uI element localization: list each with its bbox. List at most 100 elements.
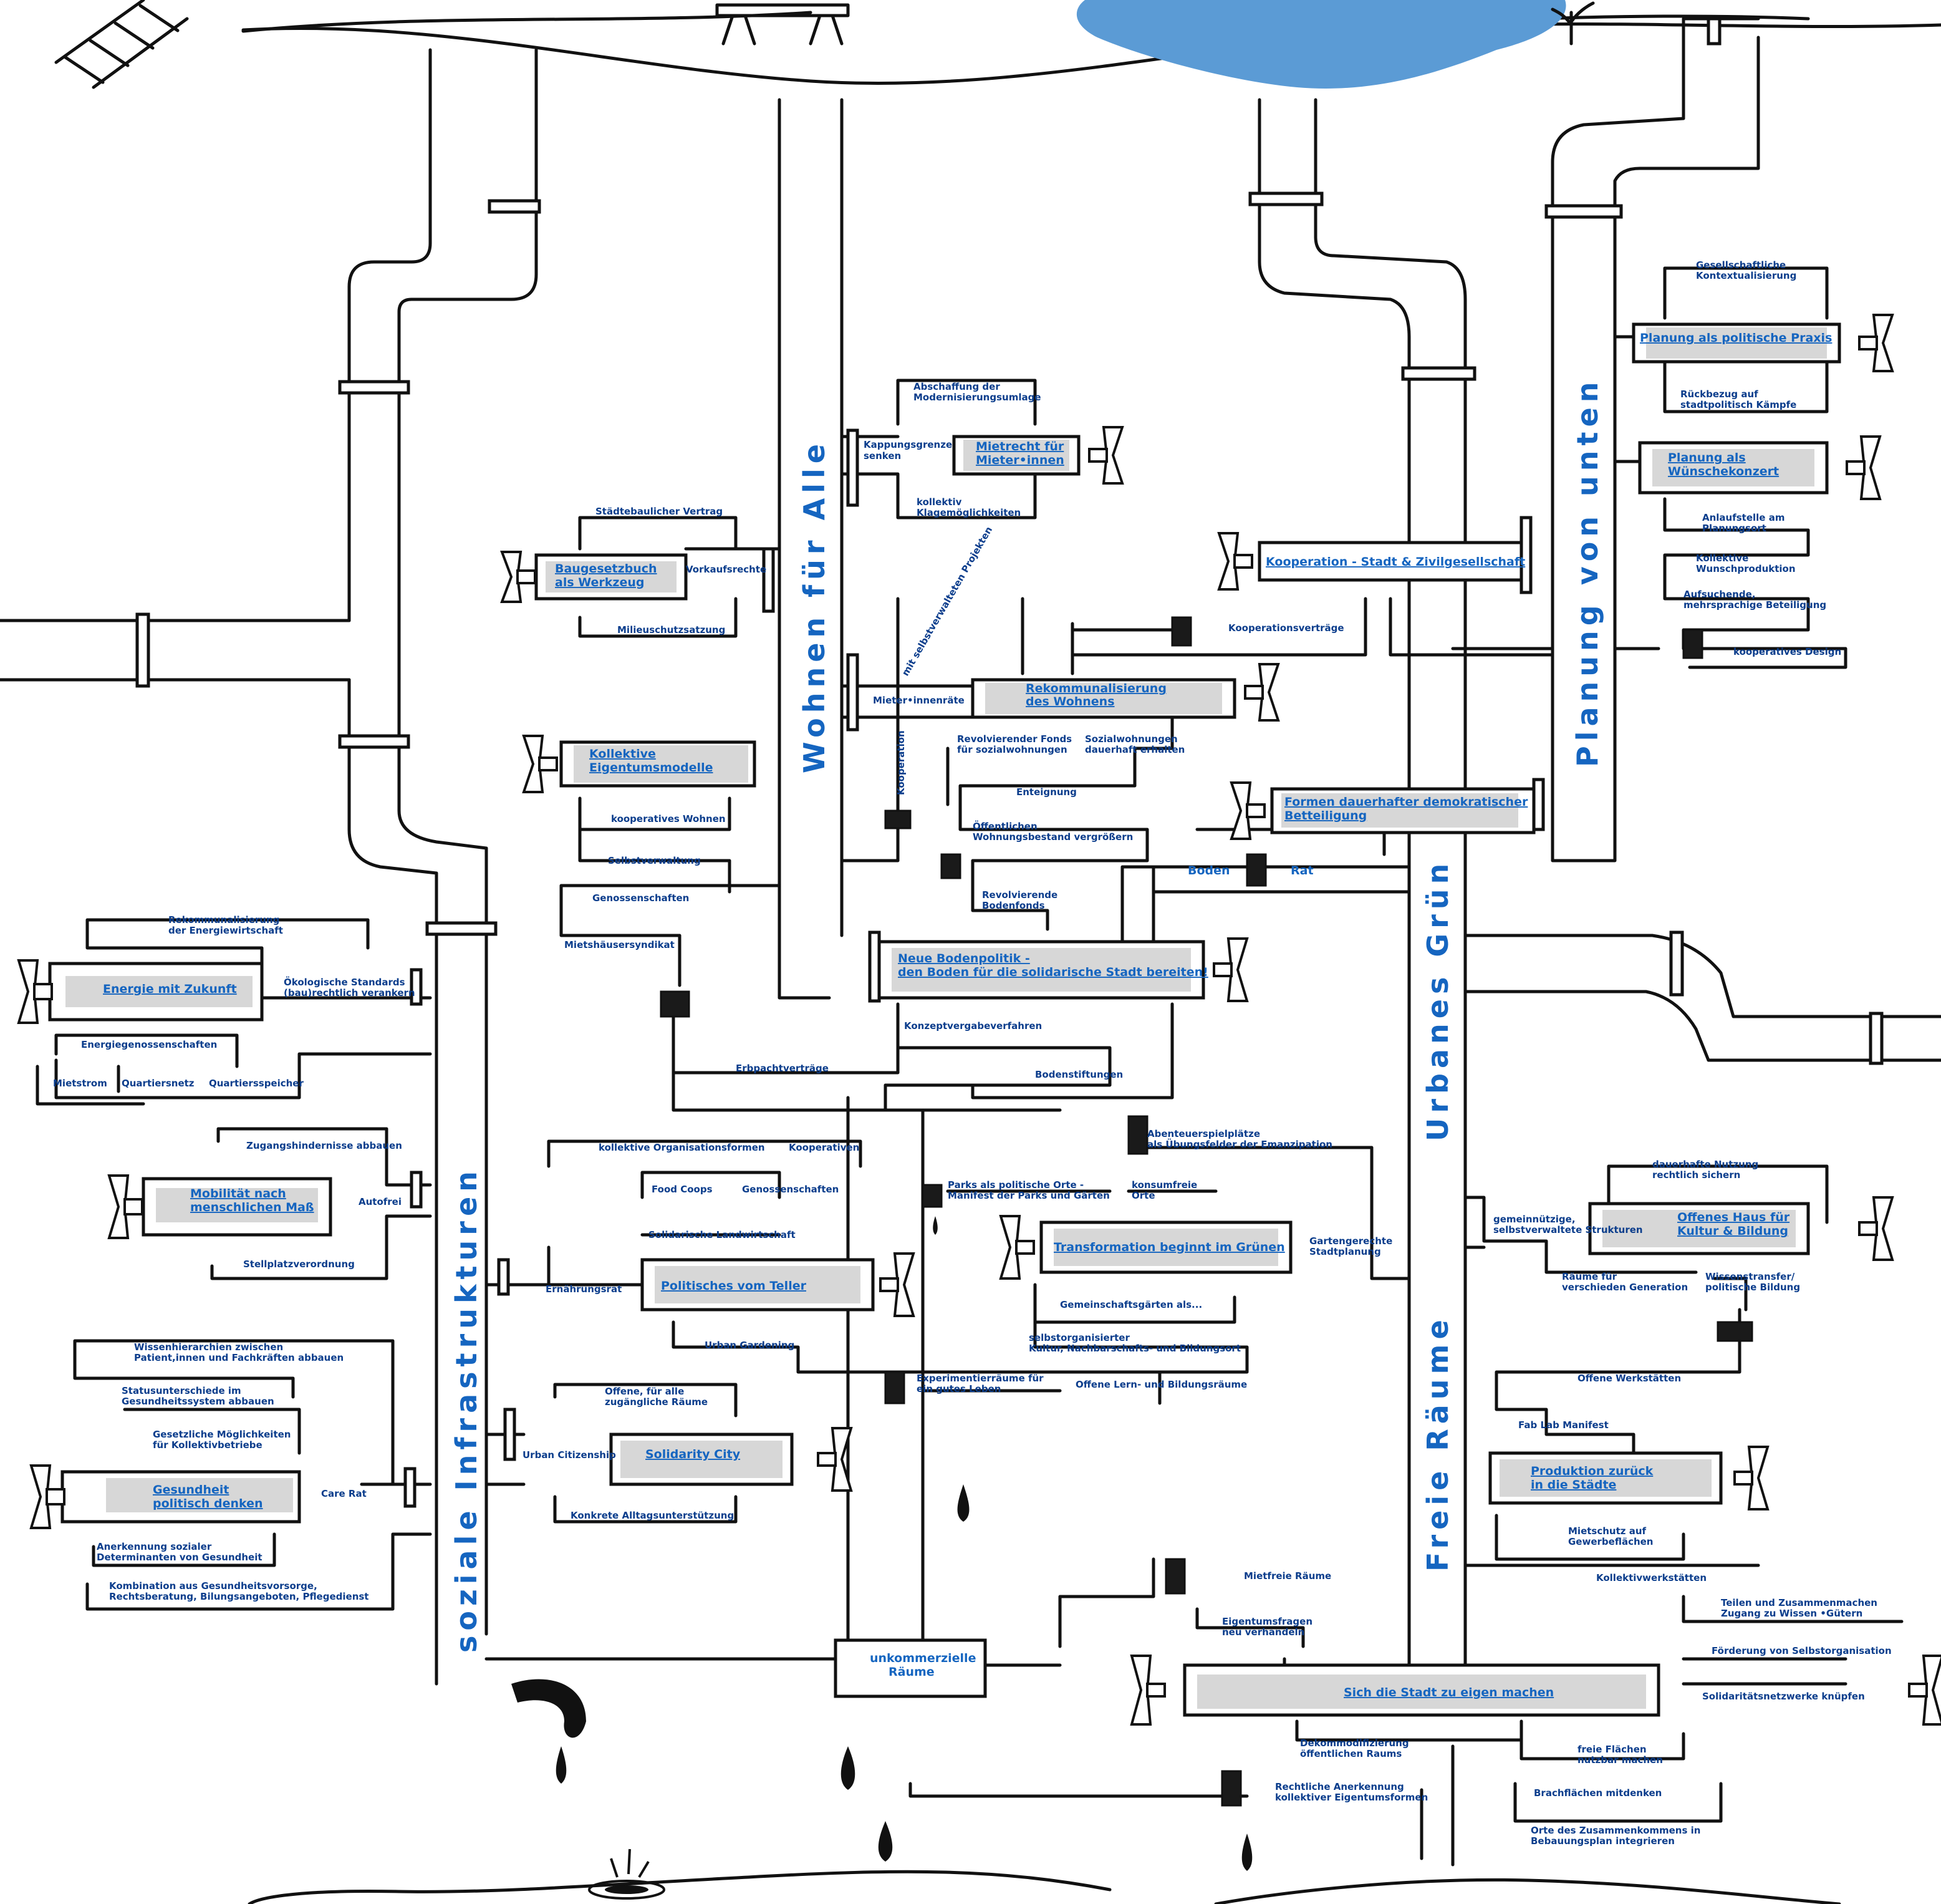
valve-title-politisches: Politisches vom Teller <box>661 1279 807 1293</box>
label-offene-werk: Offene Werkstätten <box>1577 1373 1681 1384</box>
label-koop-vertraege: Kooperationsverträge <box>1228 622 1344 634</box>
main-pipe-label-soziale: soziale Infrastrukturen <box>450 1166 483 1653</box>
label-rechtliche-1: Rechtliche Anerkennung <box>1275 1781 1404 1792</box>
label-abschaffung-1: Abschaffung der <box>913 381 1000 392</box>
label-erbpacht: Erbpachtverträge <box>736 1063 829 1074</box>
label-genossenschaften2: Genossenschaften <box>742 1184 839 1195</box>
label-offene-1: Offene, für alle <box>605 1386 684 1397</box>
label-boden: Boden <box>1188 864 1230 877</box>
valve-title-transformation: Transformation beginnt im Grünen <box>1054 1240 1285 1254</box>
bench-icon <box>717 5 848 44</box>
label-aufsuchende-1: Aufsuchende, <box>1683 589 1755 600</box>
label-experiment-1: Experimentierräume für <box>917 1373 1044 1384</box>
main-pipe-label-urbanes: Urbanes Grün <box>1421 859 1455 1141</box>
label-autofrei: Autofrei <box>359 1196 402 1207</box>
label-enteignung: Enteignung <box>1016 786 1077 798</box>
label-aufsuchende-2: mehrsprachige Beteiligung <box>1683 599 1826 611</box>
valve-title-energie: Energie mit Zukunft <box>103 982 237 996</box>
label-dauerhafte-2: rechtlich sichern <box>1652 1169 1740 1181</box>
valve-title-mobilitaet-2: menschlichen Maß <box>190 1201 314 1214</box>
label-freie-flaechen-1: freie Flächen <box>1577 1744 1647 1755</box>
valve-title-formen-1: Formen dauerhafter demokratischer <box>1284 795 1528 809</box>
label-anerkennung-2: Determinanten von Gesundheit <box>97 1552 262 1563</box>
label-sozialwohnungen-1: Sozialwohnungen <box>1085 733 1178 745</box>
label-bodenstiftungen: Bodenstiftungen <box>1035 1069 1123 1080</box>
label-kooperatives-wohnen: kooperatives Wohnen <box>611 813 726 824</box>
label-freie-flaechen-2: nutzbar machen <box>1577 1754 1663 1766</box>
label-gemeinschaft: Gemeinschaftsgärten als... <box>1060 1299 1202 1310</box>
main-pipe-label-wohnen: Wohnen für Alle <box>797 439 831 773</box>
label-moeglich-1: Gesetzliche Möglichkeiten <box>153 1429 291 1440</box>
label-oeko-1: Ökologische Standards <box>284 976 405 988</box>
valve-title-produktion-2: in die Städte <box>1531 1478 1616 1492</box>
label-food-coops: Food Coops <box>652 1184 713 1195</box>
label-rekom-energie-1: Rekommunalisierung <box>168 914 279 925</box>
label-raeume-gen-2: verschieden Generation <box>1562 1282 1688 1293</box>
valve-title-bodenpolitik-2: den Boden für die solidarische Stadt ber… <box>898 965 1208 979</box>
label-kollektive-org: kollektive Organisationsformen <box>599 1142 765 1153</box>
valve-title-offenes-haus-1: Offenes Haus für <box>1677 1211 1790 1224</box>
label-fonds-1: Revolvierender Fonds <box>957 733 1072 745</box>
label-energiegenossenschaften: Energiegenossenschaften <box>81 1039 217 1050</box>
puddle-icon <box>589 1849 664 1898</box>
valve-title-rekommunalisierung-1: Rekommunalisierung <box>1026 682 1167 695</box>
label-offene-lern: Offene Lern- und Bildungsräume <box>1076 1379 1247 1390</box>
label-genossenschaften: Genossenschaften <box>592 892 689 904</box>
label-dauerhafte-1: dauerhafte Nutzung <box>1652 1159 1758 1170</box>
label-mietfreie: Mietfreie Räume <box>1244 1570 1331 1582</box>
label-mietstrom: Mietstrom <box>53 1078 107 1089</box>
water-drop-icon <box>511 1216 1252 1871</box>
label-dekommod-2: öffentlichen Raums <box>1300 1748 1402 1759</box>
label-foerderung: Förderung von Selbstorganisation <box>1712 1645 1892 1656</box>
valve-title-kollektive-1: Kollektive <box>589 747 656 761</box>
valve-title-unkommerzielle-1: unkommerzielle <box>870 1651 976 1665</box>
label-gemein-2: selbstverwaltete Strukturen <box>1493 1224 1643 1235</box>
label-konsumfrei-1: konsumfreie <box>1132 1179 1197 1191</box>
label-rueck-2: stadtpolitisch Kämpfe <box>1680 399 1796 410</box>
valve-title-stadt-eigen: Sich die Stadt zu eigen machen <box>1344 1686 1554 1699</box>
label-kollektivwerk: Kollektivwerkstätten <box>1596 1572 1707 1583</box>
valve-title-rekommunalisierung-2: des Wohnens <box>1026 695 1115 708</box>
valve-handle-icon <box>19 315 1941 1724</box>
label-wissenstransfer-2: politische Bildung <box>1705 1282 1800 1293</box>
label-garten-2: Stadtplanung <box>1309 1246 1381 1257</box>
label-selbstorg-2: Kultur, Nachbarschafts- und Bildungsort <box>1029 1343 1241 1354</box>
label-rueck-1: Rückbezug auf <box>1680 389 1758 400</box>
label-kappung-2: senken <box>864 450 901 462</box>
label-garten-1: Gartengerechte <box>1309 1235 1392 1247</box>
label-solidar: Solidaritätsnetzwerke knüpfen <box>1702 1691 1865 1702</box>
label-rat: Rat <box>1291 864 1314 877</box>
label-mietshaeuser: Mietshäusersyndikat <box>564 939 675 950</box>
label-anerkennung-1: Anerkennung sozialer <box>97 1541 212 1552</box>
label-anlauf-1: Anlaufstelle am <box>1702 512 1784 523</box>
label-ernaehrungsrat: Ernährungsrat <box>546 1283 622 1295</box>
label-klage-1: kollektiv <box>917 496 962 508</box>
label-oeffentlich-1: Öffentlichen <box>973 820 1038 832</box>
label-abenteuer-1: Abenteuerspielplätze <box>1147 1128 1260 1139</box>
label-fab-lab: Fab Lab Manifest <box>1518 1419 1609 1431</box>
label-status-1: Statusunterschiede im <box>122 1385 241 1396</box>
label-klage-2: Klagemöglichkeiten <box>917 507 1021 518</box>
valve-title-unkommerzielle-2: Räume <box>889 1665 935 1679</box>
label-rechtliche-2: kollektiver Eigentumsformen <box>1275 1792 1428 1803</box>
label-urban-citizenship: Urban Citizenship <box>523 1449 616 1461</box>
label-teilen-2: Zugang zu Wissen •Gütern <box>1721 1608 1862 1619</box>
label-brach: Brachflächen mitdenken <box>1534 1787 1662 1799</box>
label-alltag: Konkrete Alltagsunterstützung <box>571 1510 734 1521</box>
label-eigentumsfragen-2: neu verhandeln <box>1222 1626 1304 1638</box>
label-kooperativen: Kooperativen <box>789 1142 859 1153</box>
valve-title-kooperation: Kooperation - Stadt & Zivilgesellschaft <box>1266 555 1525 569</box>
label-selbstverwaltung: Selbstverwaltung <box>608 855 701 866</box>
label-offene-2: zugängliche Räume <box>605 1396 708 1408</box>
label-milieuschutz: Milieuschutzsatzung <box>617 624 725 635</box>
label-bodenfonds-1: Revolvierende <box>982 889 1057 901</box>
label-anlauf-2: Planungsort <box>1702 523 1766 534</box>
valve-title-kollektive-2: Eigentumsmodelle <box>589 761 713 775</box>
label-wissen-1: Wissenhierarchien zwischen <box>134 1341 283 1353</box>
label-abschaffung-2: Modernisierungsumlage <box>913 392 1041 403</box>
ladder-icon <box>56 0 187 87</box>
label-raeume-gen-1: Räume für <box>1562 1271 1617 1282</box>
main-pipes <box>0 19 1941 1684</box>
valve-title-baugesetzbuch-2: als Werkzeug <box>555 576 645 589</box>
